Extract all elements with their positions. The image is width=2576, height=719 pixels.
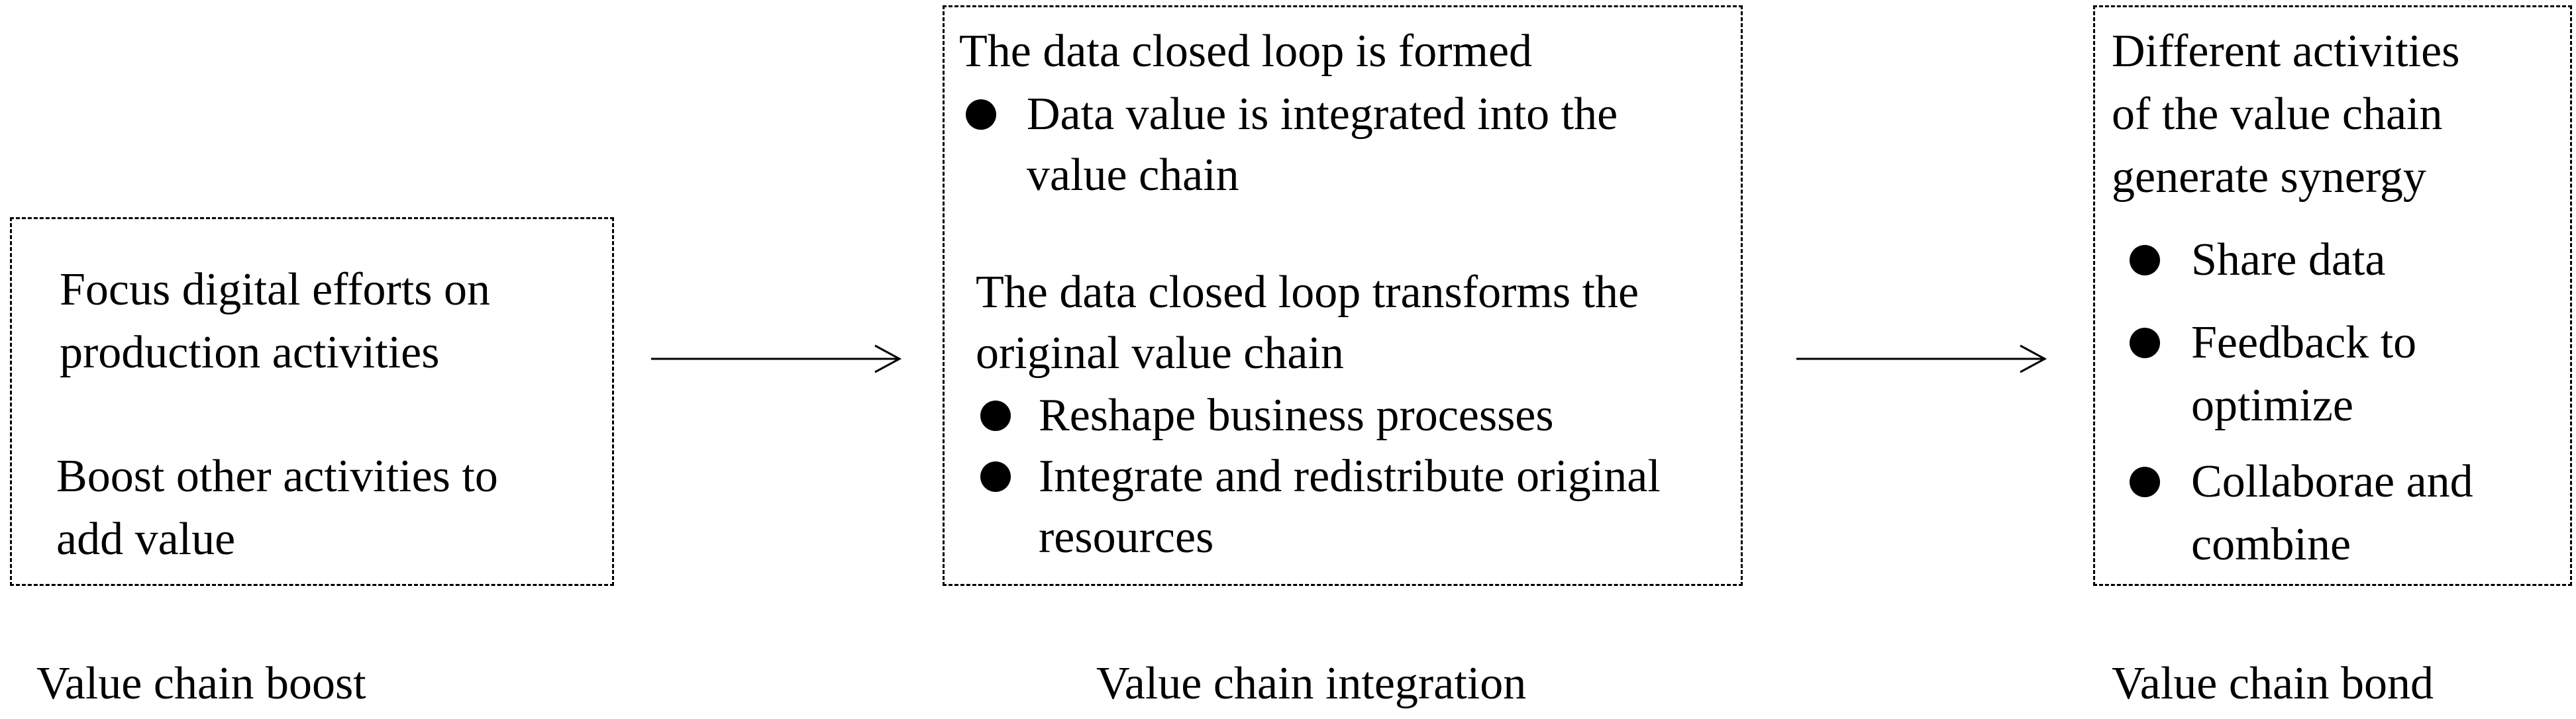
bond-heading-line-2: of the value chain (2112, 89, 2443, 140)
arrow-right-2 (1796, 344, 2047, 373)
bond-box (2093, 5, 2572, 586)
bond-heading-line-1: Different activities (2112, 26, 2460, 77)
bond-bullet-1: Share data (2191, 234, 2386, 285)
boost-caption: Value chain boost (36, 658, 366, 709)
bond-bullet-3-line-1: Collaborae and (2191, 456, 2473, 507)
integration-heading-2-line-1: The data closed loop transforms the (976, 267, 1639, 318)
boost-text-line-2: production activities (60, 327, 440, 378)
boost-box (10, 217, 614, 586)
bullet-icon (2130, 245, 2160, 275)
boost-text-line-1: Focus digital efforts on (60, 264, 491, 315)
arrow-right-1 (651, 344, 902, 373)
bullet-icon (980, 401, 1011, 431)
bond-bullet-3-line-2: combine (2191, 519, 2351, 570)
integration-box (943, 5, 1743, 586)
boost-text-line-4: add value (56, 514, 236, 565)
integration-caption: Value chain integration (1096, 658, 1527, 709)
integration-bullet-1-line-2: value chain (1027, 150, 1239, 201)
integration-heading-2-line-2: original value chain (976, 328, 1344, 379)
bond-bullet-2-line-1: Feedback to (2191, 317, 2417, 368)
bullet-icon (966, 99, 996, 130)
bond-caption: Value chain bond (2112, 658, 2434, 709)
boost-text-line-3: Boost other activities to (56, 451, 498, 502)
bullet-icon (2130, 467, 2160, 497)
integration-bullet-3-line-1: Integrate and redistribute original (1039, 451, 1661, 502)
bond-heading-line-3: generate synergy (2112, 152, 2426, 203)
integration-heading-1: The data closed loop is formed (959, 26, 1533, 77)
integration-bullet-3-line-2: resources (1039, 512, 1214, 563)
bullet-icon (2130, 328, 2160, 358)
integration-bullet-2: Reshape business processes (1039, 390, 1554, 441)
bond-bullet-2-line-2: optimize (2191, 380, 2353, 431)
bullet-icon (980, 461, 1011, 492)
integration-bullet-1-line-1: Data value is integrated into the (1027, 89, 1618, 140)
